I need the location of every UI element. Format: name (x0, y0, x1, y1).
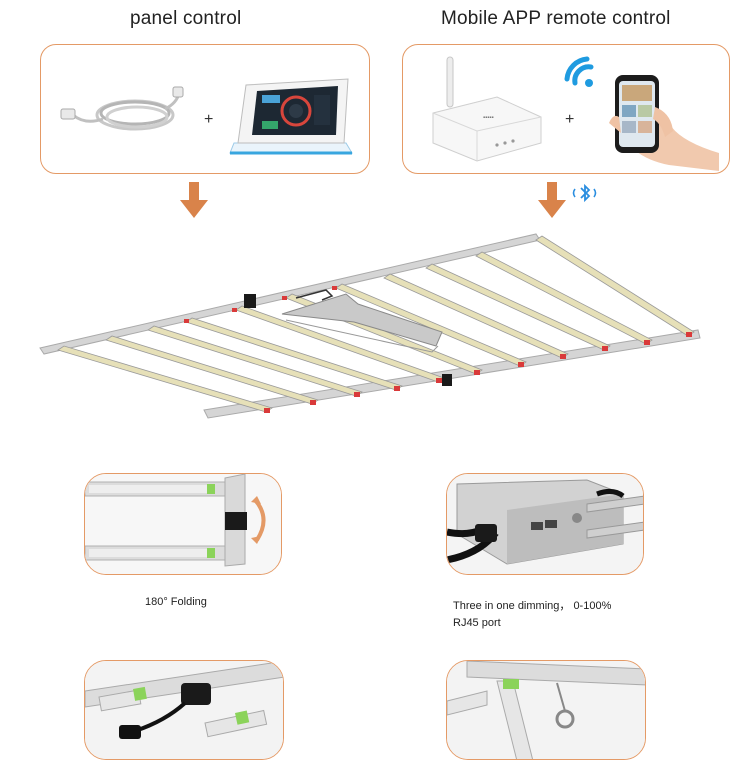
cable-icon (55, 85, 185, 145)
arrow-down-icon (180, 182, 208, 220)
smartphone-icon (599, 67, 727, 175)
router-icon: ▪▪▪▪▪ (427, 53, 547, 163)
folding-photo (84, 473, 282, 575)
arrow-down-icon-right (538, 182, 566, 220)
plus-sign-2: + (565, 111, 575, 128)
dimming-caption: Three in one dimming， 0-100% (453, 600, 612, 612)
connector-photo (84, 660, 284, 760)
folding-caption: 180° Folding (145, 596, 207, 608)
rj45-caption: RJ45 port (453, 617, 501, 629)
wifi-icon (561, 53, 605, 97)
bluetooth-icon (572, 183, 598, 205)
panel-control-title: panel control (130, 8, 242, 29)
dimming-photo (446, 473, 644, 575)
hanging-photo (446, 660, 646, 760)
svg-text:▪▪▪▪▪: ▪▪▪▪▪ (483, 115, 494, 121)
control-panel-icon (226, 73, 356, 158)
app-control-box: ▪▪▪▪▪ + (402, 44, 730, 174)
panel-control-box: + (40, 44, 370, 174)
mobile-app-title: Mobile APP remote control (441, 8, 671, 29)
grow-light-fixture (36, 224, 706, 424)
plus-sign: + (204, 111, 214, 128)
